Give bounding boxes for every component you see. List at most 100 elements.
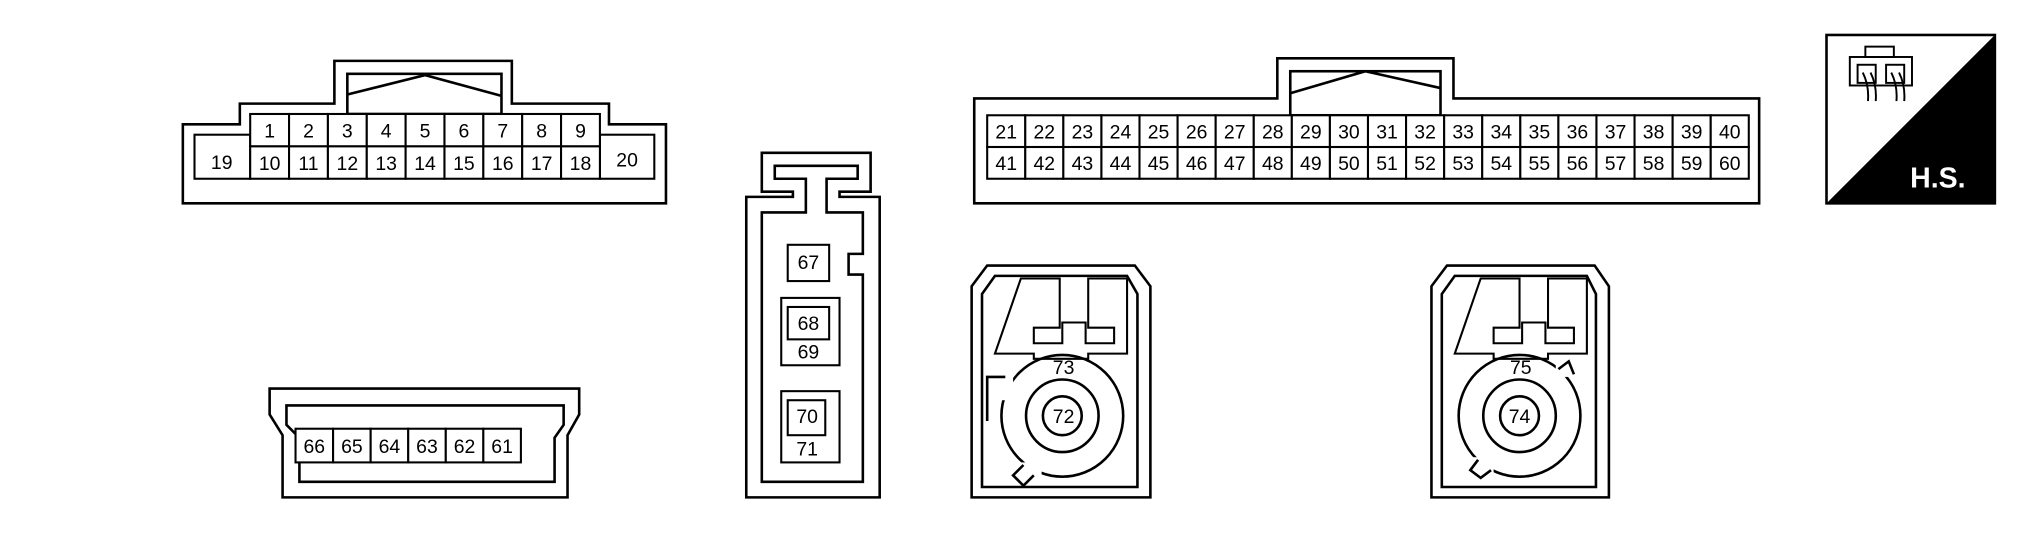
pin-label-9: 9 bbox=[575, 120, 586, 142]
pin-label-50: 50 bbox=[1338, 153, 1360, 175]
pin-label-44: 44 bbox=[1110, 153, 1132, 175]
pin-cell-57 bbox=[1595, 145, 1636, 180]
pin-cell-24 bbox=[1100, 114, 1141, 149]
pin-label-25: 25 bbox=[1148, 121, 1170, 143]
pin-cell-60 bbox=[1709, 145, 1750, 180]
pin-cell-48 bbox=[1252, 145, 1293, 180]
pin-label-62: 62 bbox=[454, 436, 476, 458]
pin-label-33: 33 bbox=[1452, 121, 1474, 143]
pin-cell-27 bbox=[1214, 114, 1255, 149]
pin-cell-26 bbox=[1176, 114, 1217, 149]
pin-cell-53 bbox=[1443, 145, 1484, 180]
pin-cell-36 bbox=[1557, 114, 1598, 149]
pin-label-58: 58 bbox=[1643, 153, 1665, 175]
pin-label-30: 30 bbox=[1338, 121, 1360, 143]
pin-cell-55 bbox=[1519, 145, 1560, 180]
hs-label: H.S. bbox=[1910, 163, 1965, 195]
pin-label-12: 12 bbox=[337, 153, 359, 175]
pin-label-45: 45 bbox=[1148, 153, 1170, 175]
pin-label-49: 49 bbox=[1300, 153, 1322, 175]
pin-cell-46 bbox=[1176, 145, 1217, 180]
pin-cell-63 bbox=[407, 427, 447, 464]
pin-label-68: 68 bbox=[798, 313, 820, 335]
pin-label-74: 74 bbox=[1509, 406, 1531, 428]
pin-label-24: 24 bbox=[1110, 121, 1132, 143]
pin-label-17: 17 bbox=[531, 153, 553, 175]
pin-label-42: 42 bbox=[1034, 153, 1056, 175]
pin-label-38: 38 bbox=[1643, 121, 1665, 143]
pin-label-70: 70 bbox=[796, 406, 818, 428]
pin-label-64: 64 bbox=[379, 436, 401, 458]
pin-cell-30 bbox=[1328, 114, 1370, 149]
pin-cell-59 bbox=[1671, 145, 1712, 180]
pin-label-47: 47 bbox=[1224, 153, 1246, 175]
pin-label-19: 19 bbox=[211, 152, 233, 174]
pin-label-2: 2 bbox=[303, 120, 314, 142]
pin-label-26: 26 bbox=[1186, 121, 1208, 143]
pin-label-29: 29 bbox=[1300, 121, 1322, 143]
pin-label-32: 32 bbox=[1414, 121, 1436, 143]
pin-label-59: 59 bbox=[1681, 153, 1703, 175]
pin-cell-52 bbox=[1405, 145, 1446, 180]
pin-label-20: 20 bbox=[616, 150, 638, 172]
pin-cell-9 bbox=[560, 112, 601, 148]
pin-cell-62 bbox=[444, 427, 485, 464]
pin-label-66: 66 bbox=[304, 436, 326, 458]
pin-label-4: 4 bbox=[381, 120, 392, 142]
pin-label-35: 35 bbox=[1529, 121, 1551, 143]
pin-label-63: 63 bbox=[416, 436, 438, 458]
pin-label-37: 37 bbox=[1605, 121, 1627, 143]
pin-label-54: 54 bbox=[1490, 153, 1512, 175]
pin-label-43: 43 bbox=[1072, 153, 1094, 175]
pin-label-36: 36 bbox=[1567, 121, 1589, 143]
pin-cell-44 bbox=[1100, 145, 1141, 180]
pin-cell-13 bbox=[365, 145, 407, 180]
pin-label-22: 22 bbox=[1034, 121, 1056, 143]
pin-label-73: 73 bbox=[1053, 357, 1075, 379]
pin-cell-18 bbox=[560, 145, 601, 180]
pin-label-8: 8 bbox=[536, 120, 547, 142]
pin-label-75: 75 bbox=[1510, 357, 1532, 379]
pin-cell-12 bbox=[326, 145, 368, 180]
pin-cell-58 bbox=[1633, 145, 1674, 180]
pin-label-40: 40 bbox=[1719, 121, 1741, 143]
pin-label-16: 16 bbox=[492, 153, 514, 175]
pin-cell-45 bbox=[1138, 145, 1179, 180]
pin-label-28: 28 bbox=[1262, 121, 1284, 143]
pin-label-11: 11 bbox=[298, 153, 318, 175]
pin-cell-15 bbox=[443, 145, 485, 180]
pin-cell-56 bbox=[1557, 145, 1598, 180]
pin-label-67: 67 bbox=[798, 252, 820, 274]
pin-label-3: 3 bbox=[342, 120, 353, 142]
pin-label-71: 71 bbox=[796, 438, 818, 460]
connector-d: 67 68 69 70 71 bbox=[744, 151, 881, 499]
pin-cell-68 bbox=[786, 305, 831, 341]
pin-cell-61 bbox=[482, 427, 522, 464]
pin-label-15: 15 bbox=[453, 153, 475, 175]
pin-label-72: 72 bbox=[1053, 406, 1075, 428]
pin-label-65: 65 bbox=[341, 436, 363, 458]
pin-label-39: 39 bbox=[1681, 121, 1703, 143]
hs-badge: H.S. bbox=[1825, 33, 1997, 205]
pin-label-10: 10 bbox=[259, 153, 281, 175]
pin-cell-31 bbox=[1366, 114, 1408, 149]
pin-label-53: 53 bbox=[1452, 153, 1474, 175]
pin-label-7: 7 bbox=[497, 120, 508, 142]
pin-label-57: 57 bbox=[1605, 153, 1627, 175]
pin-label-46: 46 bbox=[1186, 153, 1208, 175]
pin-label-56: 56 bbox=[1567, 153, 1589, 175]
pin-label-52: 52 bbox=[1414, 153, 1436, 175]
pin-label-6: 6 bbox=[459, 120, 470, 142]
connector-e: 72 73 bbox=[970, 264, 1152, 499]
pin-label-27: 27 bbox=[1224, 121, 1246, 143]
pin-label-21: 21 bbox=[995, 121, 1017, 143]
pin-label-41: 41 bbox=[995, 153, 1017, 175]
pin-label-48: 48 bbox=[1262, 153, 1284, 175]
pin-label-69: 69 bbox=[798, 341, 820, 363]
pin-cell-70 bbox=[786, 399, 827, 437]
